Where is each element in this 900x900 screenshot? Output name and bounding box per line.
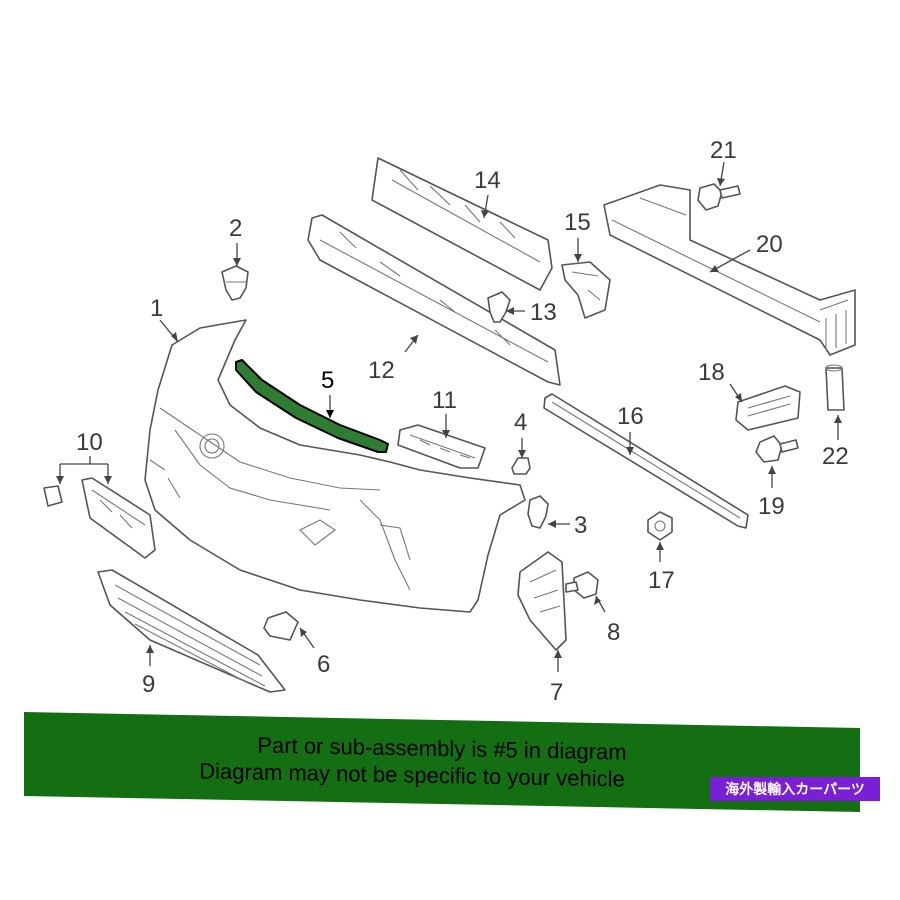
part-21-bolt bbox=[697, 183, 741, 211]
callout-6: 6 bbox=[317, 651, 330, 678]
callout-9: 9 bbox=[142, 671, 155, 698]
part-10-bracket bbox=[43, 477, 156, 559]
callout-17: 17 bbox=[648, 567, 675, 594]
part-13-clip bbox=[487, 291, 511, 323]
shop-badge: 海外製輸入カーパーツ bbox=[710, 777, 880, 801]
part-2-clip bbox=[221, 265, 249, 301]
part-17-nut bbox=[647, 511, 673, 541]
callout-16: 16 bbox=[617, 403, 644, 430]
callout-22: 22 bbox=[822, 443, 849, 470]
part-9-lower-grille bbox=[97, 569, 286, 693]
part-1-bumper-cover bbox=[144, 319, 526, 613]
part-20-reinforcement bbox=[603, 184, 856, 356]
callout-4: 4 bbox=[514, 409, 527, 436]
part-4-clip bbox=[511, 457, 531, 475]
part-6-cover bbox=[263, 611, 299, 641]
part-3-clip bbox=[527, 495, 549, 529]
part-12-absorber bbox=[307, 214, 561, 386]
callout-20: 20 bbox=[756, 231, 783, 258]
callout-5: 5 bbox=[321, 367, 334, 394]
callout-18: 18 bbox=[698, 359, 725, 386]
callout-8: 8 bbox=[607, 619, 620, 646]
callout-21: 21 bbox=[710, 137, 737, 164]
callout-10: 10 bbox=[76, 429, 103, 456]
callout-15: 15 bbox=[564, 209, 591, 236]
callout-1: 1 bbox=[150, 295, 163, 322]
part-7-side-bracket bbox=[517, 551, 567, 651]
callout-7: 7 bbox=[550, 679, 563, 706]
callout-14: 14 bbox=[474, 167, 501, 194]
callout-2: 2 bbox=[229, 215, 242, 242]
part-15-bracket bbox=[561, 261, 611, 319]
part-22-part bbox=[825, 364, 845, 411]
callout-11: 11 bbox=[432, 387, 457, 414]
leader-arrowheads bbox=[56, 178, 842, 658]
part-18-bracket bbox=[735, 385, 801, 431]
callout-19: 19 bbox=[758, 493, 785, 520]
part-14-absorber bbox=[371, 157, 553, 291]
part-5-retainer bbox=[235, 359, 389, 453]
callout-12: 12 bbox=[368, 357, 395, 384]
part-11-insert bbox=[397, 424, 486, 469]
part-16-rail bbox=[543, 393, 749, 529]
part-8-bolt bbox=[565, 571, 599, 599]
callout-labels: 1 2 3 4 5 6 7 8 9 10 11 12 13 14 15 16 1… bbox=[76, 137, 849, 706]
callout-13: 13 bbox=[530, 299, 557, 326]
callout-3: 3 bbox=[574, 512, 587, 539]
part-19-bolt bbox=[755, 435, 799, 463]
